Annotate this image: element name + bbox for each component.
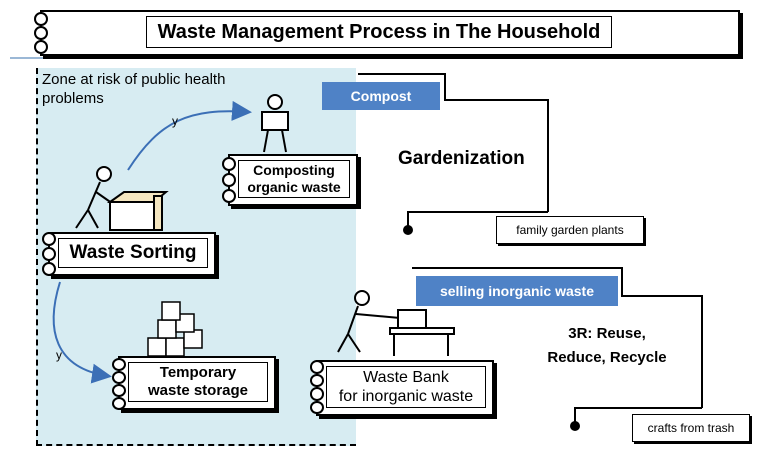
- selling-branch-dot: [570, 421, 580, 431]
- page-title: Waste Management Process in The Househol…: [146, 16, 612, 48]
- storage-line-2: waste storage: [147, 382, 249, 399]
- header-rule: [10, 57, 130, 59]
- composting-line-1: Composting: [253, 162, 335, 178]
- compost-branch-line: [358, 73, 549, 212]
- gardenization-label: Gardenization: [398, 148, 525, 169]
- arrow-to-storage: [52, 281, 112, 384]
- waste-bank-line-2: for inorganic waste: [338, 388, 474, 405]
- edge-label-compost: y: [172, 114, 178, 128]
- three-r-line-2: Reduce, Recycle: [547, 349, 667, 366]
- composting-card: Composting organic waste: [228, 154, 358, 206]
- edge-label-storage: y: [56, 348, 62, 362]
- person-sorting-icon: [75, 166, 169, 231]
- person-waste-bank-icon: [337, 290, 455, 356]
- compost-tag: Compost: [322, 82, 440, 110]
- waste-bank-rings: [310, 360, 324, 414]
- family-garden-box: family garden plants: [496, 216, 644, 244]
- waste-bank-line-1: Waste Bank: [363, 369, 449, 386]
- three-r-text: 3R: Reuse, Reduce, Recycle: [532, 322, 682, 370]
- waste-sorting-label: Waste Sorting: [58, 238, 208, 268]
- title-card: Waste Management Process in The Househol…: [40, 10, 740, 56]
- arrow-to-compost: [127, 100, 252, 171]
- person-carrying-icon: [261, 94, 289, 153]
- storage-line-1: Temporary: [159, 364, 237, 381]
- temporary-storage-card: Temporary waste storage: [118, 356, 276, 410]
- title-rings: [34, 12, 48, 54]
- selling-branch-foot: [574, 407, 702, 424]
- composting-line-2: organic waste: [247, 179, 341, 195]
- selling-branch-line: [412, 267, 703, 408]
- waste-sorting-rings: [42, 232, 56, 276]
- compost-branch-dot: [403, 225, 413, 235]
- crafts-box: crafts from trash: [632, 414, 750, 442]
- stacked-boxes-icon: [147, 301, 203, 357]
- waste-sorting-card: Waste Sorting: [48, 232, 216, 276]
- three-r-line-1: 3R: Reuse,: [568, 325, 646, 342]
- compost-branch-foot: [407, 211, 548, 228]
- storage-rings: [112, 358, 126, 410]
- selling-tag: selling inorganic waste: [416, 276, 618, 306]
- zone-label: Zone at risk of public health problems: [42, 71, 226, 107]
- composting-rings: [222, 156, 236, 204]
- waste-bank-card: Waste Bank for inorganic waste: [316, 360, 494, 416]
